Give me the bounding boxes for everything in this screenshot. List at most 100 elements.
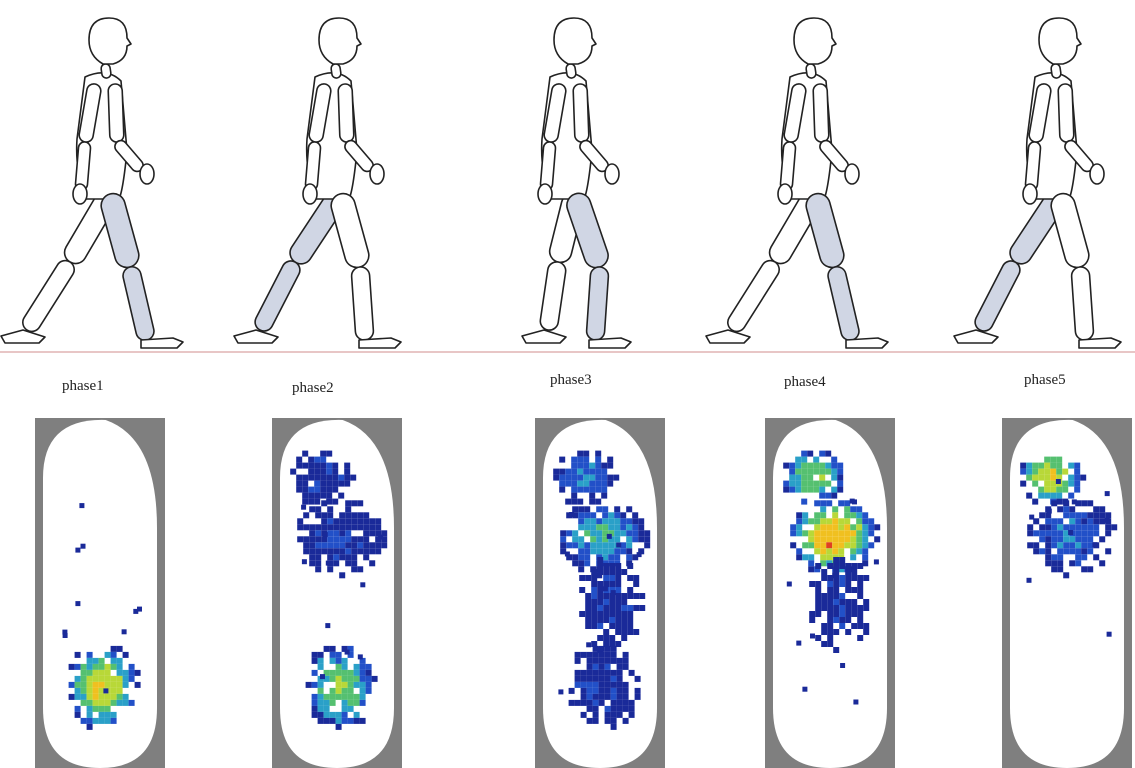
pressure-cell: [862, 530, 868, 536]
pressure-cell: [1027, 524, 1033, 530]
pressure-cell: [599, 664, 605, 670]
front-foot: [141, 338, 183, 348]
pressure-cell: [838, 548, 844, 554]
pressure-cell: [801, 499, 807, 505]
pressure-cell: [1050, 469, 1056, 475]
pressure-cell: [839, 593, 845, 599]
pressure-cell: [336, 688, 342, 694]
pressure-cell: [314, 493, 320, 499]
pressure-cell: [342, 658, 348, 664]
pressure-cell: [833, 575, 839, 581]
pressure-cell: [324, 706, 330, 712]
pressure-cell: [838, 500, 844, 506]
pressure-cell: [827, 605, 833, 611]
pressure-cell: [585, 617, 591, 623]
pressure-cell: [810, 634, 815, 639]
pressure-cell: [609, 617, 615, 623]
pressure-cell: [1099, 536, 1105, 542]
pressure-cell: [87, 706, 93, 712]
pressure-cell: [599, 676, 605, 682]
pressure-cell: [851, 611, 857, 617]
pressure-cell: [621, 623, 627, 629]
pressure-cell: [796, 524, 802, 530]
pressure-cell: [595, 487, 601, 493]
pressure-cell: [591, 605, 597, 611]
pressure-cell: [123, 676, 129, 682]
pressure-cell: [584, 548, 590, 554]
pressure-cell: [808, 554, 814, 560]
pressure-cell: [617, 682, 623, 688]
pressure-cell: [315, 554, 321, 560]
pressure-cell: [620, 524, 626, 530]
pressure-cell: [111, 682, 117, 688]
pressure-cell: [825, 463, 831, 469]
pressure-cell: [575, 682, 581, 688]
pressure-cell: [1051, 500, 1057, 506]
pressure-cell: [1050, 493, 1056, 499]
pressure-cell: [839, 599, 845, 605]
back-shin: [972, 258, 1023, 334]
pressure-cell: [1033, 542, 1039, 548]
neck: [806, 63, 817, 78]
pressure-cell: [330, 718, 336, 724]
pressure-cell: [587, 688, 593, 694]
pressure-cell: [326, 561, 331, 566]
pressure-cell: [1045, 536, 1051, 542]
pressure-cell: [345, 524, 351, 530]
front-thigh: [1048, 191, 1091, 270]
pressure-cell: [1057, 560, 1063, 566]
pressure-cell: [105, 694, 111, 700]
pressure-cell: [825, 481, 831, 487]
pressure-cell: [802, 687, 807, 692]
pressure-cell: [839, 605, 845, 611]
pressure-cell: [1027, 542, 1033, 548]
pressure-cell: [99, 658, 105, 664]
pressure-cell: [621, 593, 627, 599]
pressure-cell: [838, 518, 844, 524]
pressure-cell: [639, 605, 645, 611]
pressure-cell: [345, 548, 351, 554]
pressure-cell: [318, 682, 324, 688]
pressure-cell: [607, 475, 613, 481]
pressure-cell: [318, 688, 324, 694]
front-shin: [1071, 266, 1094, 340]
pressure-cell: [833, 617, 839, 623]
pressure-cell: [808, 560, 814, 566]
pressure-cell: [1032, 499, 1038, 505]
pressure-cell: [814, 536, 820, 542]
pressure-cell: [1063, 512, 1069, 518]
pressure-cell: [117, 700, 123, 706]
pressure-cell: [597, 599, 603, 605]
front-hand: [845, 164, 859, 184]
pressure-cell: [1075, 548, 1081, 554]
pressure-cell: [814, 548, 820, 554]
pressure-cell: [342, 682, 348, 688]
pressure-cell: [814, 512, 820, 518]
pressure-cell: [790, 524, 796, 530]
pressure-cell: [623, 664, 629, 670]
pressure-cell: [857, 581, 863, 587]
pressure-cell: [833, 599, 839, 605]
pressure-cell: [1026, 493, 1032, 499]
pressure-cell: [566, 542, 572, 548]
pressure-cell: [87, 694, 93, 700]
pressure-cell: [330, 670, 336, 676]
pressure-cell: [609, 569, 615, 575]
front-shin: [351, 266, 374, 340]
pressure-cell: [638, 530, 644, 536]
pressure-cell: [93, 688, 99, 694]
pressure-cell: [339, 536, 345, 542]
pressure-cell: [578, 548, 584, 554]
pressure-cell: [336, 664, 342, 670]
pressure-cell: [81, 544, 86, 549]
pressure-cell: [808, 542, 814, 548]
pressure-cell: [596, 518, 602, 524]
pressure-cell: [1081, 500, 1087, 506]
pressure-cell: [599, 700, 605, 706]
pressure-cell: [857, 575, 863, 581]
pressure-cell: [821, 629, 827, 635]
pressure-cell: [297, 524, 303, 530]
pressure-cell: [583, 451, 589, 457]
pressure-cell: [623, 688, 629, 694]
pressure-cell: [351, 542, 357, 548]
